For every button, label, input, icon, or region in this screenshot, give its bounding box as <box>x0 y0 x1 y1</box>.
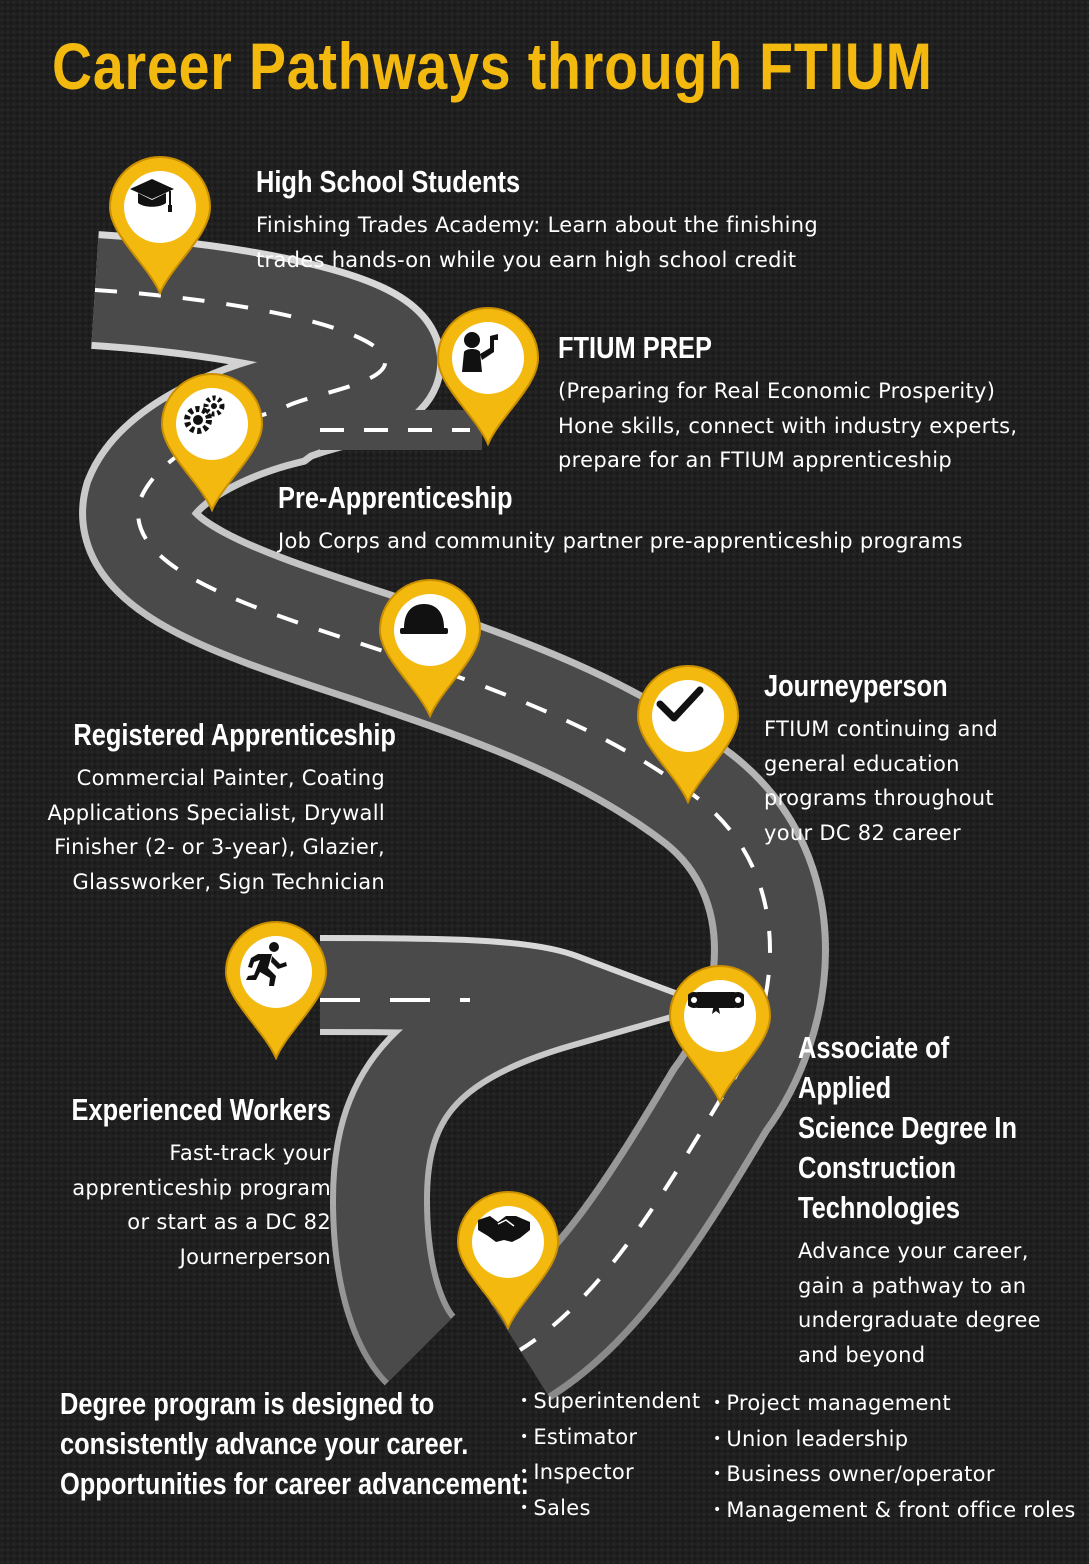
map-pin-handshake <box>456 1190 560 1330</box>
list-item: Estimator <box>520 1420 700 1456</box>
running-person-icon <box>244 940 308 1004</box>
opportunities-list-right: Project management Union leadership Busi… <box>713 1386 1076 1528</box>
map-pin-experienced-workers <box>224 920 328 1060</box>
graduation-cap-icon <box>128 175 192 239</box>
milestone-description: Advance your career, gain a pathway to a… <box>798 1239 1041 1367</box>
list-item: Project management <box>713 1386 1076 1422</box>
map-pin-ftium-prep <box>436 306 540 446</box>
person-flexing-icon <box>456 326 520 390</box>
page-title: Career Pathways through FTIUM <box>52 29 933 103</box>
list-item: Sales <box>520 1491 700 1527</box>
milestone-description: (Preparing for Real Economic Prosperity)… <box>558 379 1018 472</box>
milestone-pre-apprenticeship: Pre-Apprenticeship Job Corps and communi… <box>278 478 963 559</box>
milestone-heading: Pre-Apprenticeship <box>278 480 513 515</box>
milestone-heading: Journeyperson <box>764 668 948 703</box>
map-pin-journeyperson <box>636 664 740 804</box>
milestone-associate-degree: Associate of Applied Science Degree In C… <box>798 1028 1089 1372</box>
milestone-description: FTIUM continuing and general education p… <box>764 717 998 845</box>
milestone-registered-apprenticeship: Registered Apprenticeship Commercial Pai… <box>5 715 396 899</box>
milestone-heading: High School Students <box>256 164 521 199</box>
milestone-heading: Registered Apprenticeship <box>73 717 396 752</box>
map-pin-registered-apprenticeship <box>378 578 482 718</box>
map-pin-pre-apprenticeship <box>160 372 264 512</box>
milestone-description: Finishing Trades Academy: Learn about th… <box>256 213 818 272</box>
milestone-description: Fast-track your apprenticeship program o… <box>72 1141 331 1269</box>
milestone-description: Commercial Painter, Coating Applications… <box>47 766 385 894</box>
list-item: Union leadership <box>713 1422 1076 1458</box>
milestone-journeyperson: Journeyperson FTIUM continuing and gener… <box>764 666 998 850</box>
list-item: Business owner/operator <box>713 1457 1076 1493</box>
list-item: Management & front office roles <box>713 1493 1076 1529</box>
map-pin-associate-degree <box>668 964 772 1104</box>
milestone-heading: Associate of Applied Science Degree In C… <box>798 1030 1018 1225</box>
milestone-heading: Experienced Workers <box>71 1092 331 1127</box>
milestone-heading: FTIUM PREP <box>558 330 712 365</box>
diploma-scroll-icon <box>688 984 752 1048</box>
gears-icon <box>180 392 244 456</box>
milestone-ftium-prep: FTIUM PREP (Preparing for Real Economic … <box>558 328 1017 478</box>
opportunities-list-left: Superintendent Estimator Inspector Sales <box>520 1384 700 1526</box>
map-pin-high-school <box>108 155 212 295</box>
handshake-icon <box>476 1210 540 1274</box>
milestone-experienced-workers: Experienced Workers Fast-track your appr… <box>11 1090 331 1274</box>
list-item: Inspector <box>520 1455 700 1491</box>
hard-hat-icon <box>398 598 462 662</box>
degree-statement: Degree program is designed to consistent… <box>60 1386 529 1501</box>
list-item: Superintendent <box>520 1384 700 1420</box>
checkmark-icon <box>656 684 720 748</box>
milestone-high-school: High School Students Finishing Trades Ac… <box>256 162 818 277</box>
milestone-description: Job Corps and community partner pre-appr… <box>278 529 963 553</box>
